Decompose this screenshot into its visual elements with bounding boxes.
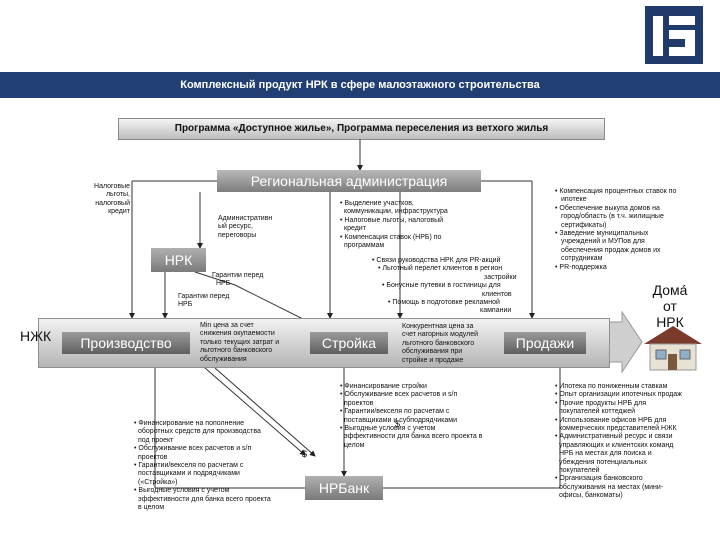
text-pr-support: • Связи руководства НРК для PR-акций• Ль… (372, 257, 517, 315)
page-title: Комплексный продукт НРК в сфере малоэтаж… (0, 72, 720, 98)
node-sales: Продажи (504, 332, 586, 354)
text-bank-construction: • Финансирование стройки• Обслуживание в… (340, 383, 483, 449)
program-banner: Программа «Доступное жилье», Программа п… (118, 118, 605, 140)
node-construction: Стройка (310, 332, 388, 354)
text-bank-sales: • Ипотека по пониженным ставкам• Опыт ор… (555, 383, 682, 500)
company-logo (645, 6, 703, 64)
dollar-sign-1: $ (302, 449, 308, 459)
node-region-admin: Региональная администрация (217, 170, 481, 192)
dollar-sign-2: $ (395, 419, 401, 429)
node-production: Производство (62, 332, 190, 354)
house-icon (644, 326, 702, 371)
node-nzhk: НЖК (20, 328, 52, 344)
home-label: Дома́ от НРК (652, 282, 688, 330)
node-nrbank: НРБанк (305, 476, 383, 500)
node-npk: НРК (151, 248, 206, 272)
text-region-support: • Выделение участков,коммуникации, инфра… (340, 200, 448, 250)
